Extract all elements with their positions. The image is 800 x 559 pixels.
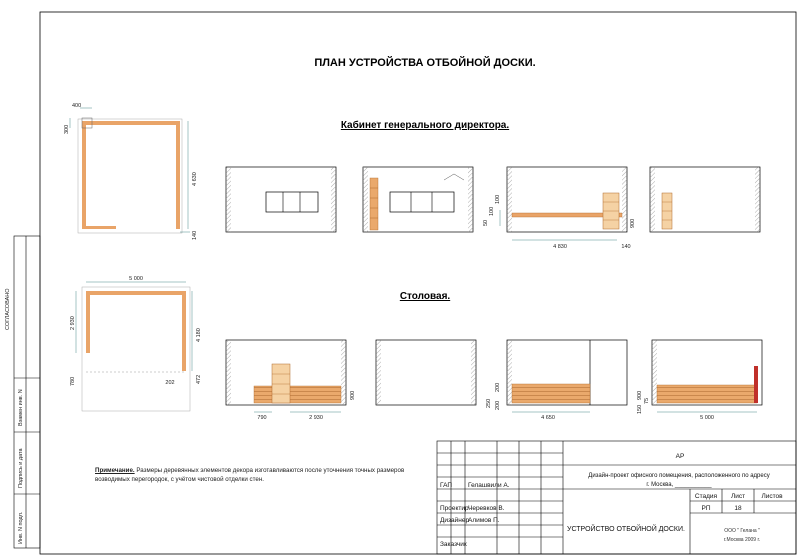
- dim-250: 250: [486, 399, 492, 408]
- plan-canteen: [75, 281, 193, 412]
- dim-4630: 4 630: [192, 172, 198, 186]
- tb-city-year: г.Москва 2009 г.: [724, 537, 760, 543]
- dim-4650: 4 650: [541, 415, 555, 421]
- section-title-canteen: Столовая.: [400, 291, 451, 302]
- dim-140a: 140: [192, 231, 198, 240]
- elevation-director-1: [225, 166, 337, 233]
- plan-director-office: [69, 107, 190, 234]
- title-block: [436, 440, 797, 555]
- elevation-director-4: [649, 166, 761, 233]
- tb-name-designer-eng: Черевков В.: [468, 505, 505, 512]
- dim-900c: 900: [637, 391, 643, 400]
- stamp-inv-no: Инв. N подл.: [18, 511, 24, 544]
- stamp-signature-date: Подпись и дата: [18, 448, 24, 488]
- note: Примечание. Размеры деревянных элементов…: [95, 466, 425, 484]
- dim-900a: 900: [630, 219, 636, 228]
- dim-790: 790: [257, 415, 266, 421]
- note-label: Примечание.: [95, 467, 135, 474]
- tb-name-designer: Алимов П.: [468, 517, 500, 524]
- tb-stage-label: Стадия: [695, 493, 718, 500]
- tb-project-desc-1: Дизайн-проект офисного помещения, распол…: [588, 472, 769, 479]
- dim-300: 300: [64, 125, 70, 134]
- dim-472: 472: [196, 375, 202, 384]
- dim-5000a: 5 000: [129, 276, 143, 282]
- dim-5000b: 5 000: [700, 415, 714, 421]
- tb-project-desc-2: г. Москва, ___________: [646, 482, 712, 488]
- elevation-canteen-2: [375, 339, 477, 406]
- note-text: Размеры деревянных элементов декора изго…: [95, 467, 405, 483]
- tb-drawing-title: УСТРОЙСТВО ОТБОЙНОЙ ДОСКИ.: [567, 524, 685, 533]
- tb-role-designer: Дизайнер: [440, 516, 469, 524]
- elevation-canteen-4: [651, 339, 763, 413]
- dim-2930b: 2 930: [309, 415, 323, 421]
- side-stamp: СОГЛАСОВАНО Взамен инв. N Подпись и дата…: [5, 235, 41, 549]
- stamp-agreed: СОГЛАСОВАНО: [5, 288, 11, 330]
- tb-role-designer-eng: Проектир.: [440, 505, 471, 512]
- dim-140b: 140: [621, 244, 630, 250]
- tb-stage-value: РП: [701, 505, 710, 512]
- dim-4830: 4 830: [553, 244, 567, 250]
- elevation-director-2: [362, 166, 474, 233]
- dim-4180: 4 180: [196, 328, 202, 342]
- dim-75: 75: [644, 398, 650, 404]
- tb-company: ООО " Гелана ": [724, 528, 760, 534]
- tb-sheets-label: Листов: [761, 493, 783, 500]
- dim-2930a: 2 930: [70, 316, 76, 330]
- tb-name-gap: Гелашвили А.: [468, 482, 510, 489]
- dim-200a: 200: [495, 383, 501, 392]
- tb-role-customer: Заказчик: [440, 541, 467, 548]
- sheet-title: ПЛАН УСТРОЙСТВА ОТБОЙНОЙ ДОСКИ.: [314, 56, 535, 69]
- dim-50: 50: [483, 220, 489, 226]
- dim-202: 202: [165, 380, 174, 386]
- dim-150: 150: [637, 405, 643, 414]
- elevation-director-3: [499, 166, 628, 241]
- dim-100a: 100: [489, 207, 495, 216]
- section-title-director: Кабинет генерального директора.: [341, 119, 510, 131]
- tb-sheet-value: 18: [734, 505, 742, 512]
- dim-780a: 780: [70, 377, 76, 386]
- tb-code: АР: [676, 453, 685, 460]
- elevation-canteen-1: [225, 339, 347, 413]
- dim-200b: 200: [495, 401, 501, 410]
- tb-role-gap: ГАП: [440, 482, 452, 489]
- tb-sheet-label: Лист: [731, 493, 745, 500]
- dim-900b: 900: [350, 391, 356, 400]
- dim-400: 400: [72, 103, 81, 109]
- dim-100b: 100: [495, 195, 501, 204]
- elevation-canteen-3: [506, 339, 628, 413]
- stamp-replaced: Взамен инв. N: [18, 389, 24, 426]
